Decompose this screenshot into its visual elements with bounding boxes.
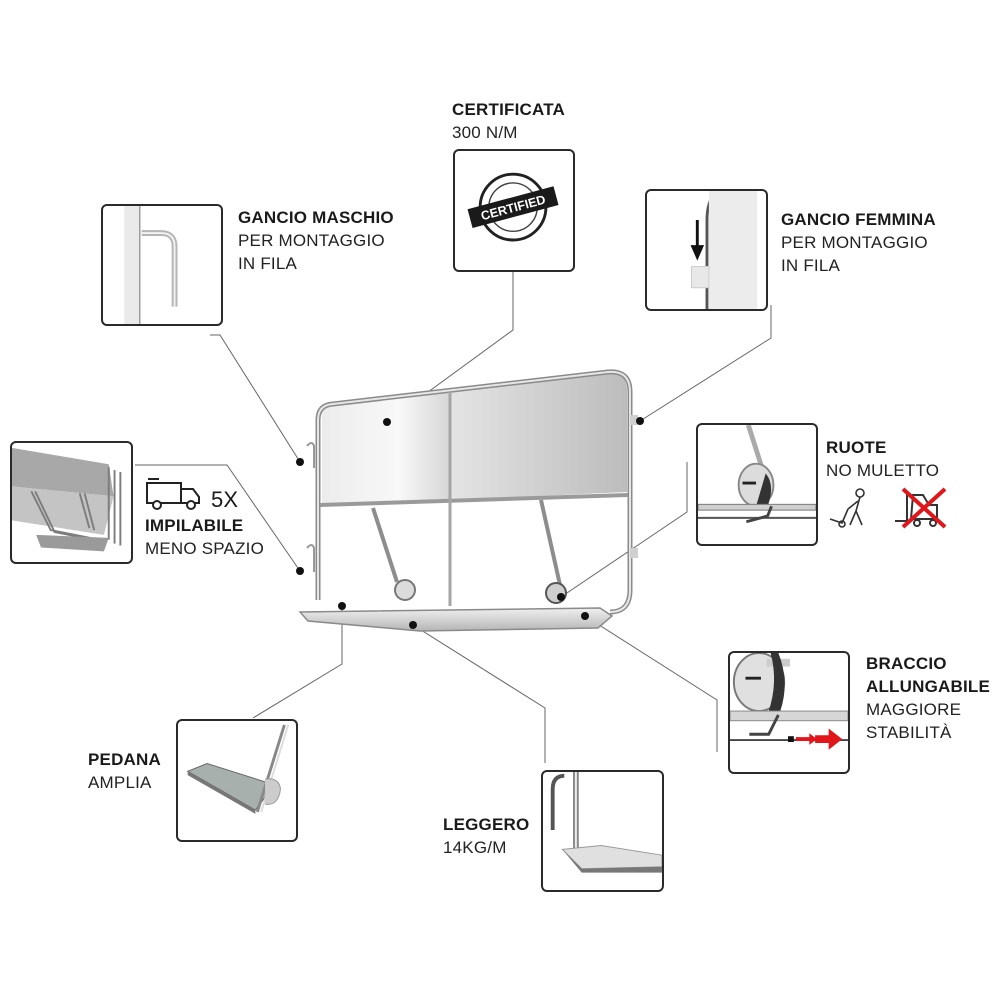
female-hook-image xyxy=(690,191,758,309)
truck-icon xyxy=(145,477,203,511)
certificata-title: CERTIFICATA xyxy=(452,100,565,119)
gancio-femmina-line2: IN FILA xyxy=(781,256,841,275)
pedana-thumbnail xyxy=(176,719,298,842)
gancio-femmina-label: GANCIO FEMMINA PER MONTAGGIO IN FILA xyxy=(781,208,936,277)
braccio-line2: STABILITÀ xyxy=(866,723,952,742)
gancio-maschio-line1: PER MONTAGGIO xyxy=(238,231,385,250)
forklift-crossed-icon xyxy=(893,485,949,529)
impilabile-subtitle: MENO SPAZIO xyxy=(145,539,265,558)
leggero-title: LEGGERO xyxy=(443,815,530,834)
gancio-maschio-title: GANCIO MASCHIO xyxy=(238,208,394,227)
leggero-subtitle: 14KG/M xyxy=(443,838,507,857)
pedana-label: PEDANA AMPLIA xyxy=(88,748,161,794)
wheel-image xyxy=(698,425,816,524)
braccio-label: BRACCIO ALLUNGABILE MAGGIORE STABILITÀ xyxy=(866,652,990,744)
certificata-subtitle: 300 N/M xyxy=(452,123,518,142)
lightweight-frame-image xyxy=(550,772,662,873)
ruote-subtitle: NO MULETTO xyxy=(826,461,940,480)
gancio-femmina-thumbnail xyxy=(645,189,768,311)
leggero-label: LEGGERO 14KG/M xyxy=(443,813,529,859)
certificata-thumbnail: CERTIFIED xyxy=(453,149,575,272)
ruote-label: RUOTE NO MULETTO xyxy=(826,436,939,482)
impilabile-multiplier: 5X xyxy=(211,487,239,512)
barrier-frame xyxy=(298,369,638,632)
gancio-maschio-label: GANCIO MASCHIO PER MONTAGGIO IN FILA xyxy=(238,206,394,275)
male-hook-image xyxy=(124,206,178,324)
impilabile-thumbnail xyxy=(10,441,133,564)
braccio-thumbnail xyxy=(728,651,850,774)
pedana-subtitle: AMPLIA xyxy=(88,773,152,792)
braccio-title-line2: ALLUNGABILE xyxy=(866,677,991,696)
certified-stamp-icon: CERTIFIED xyxy=(467,172,559,242)
arrow-down-icon xyxy=(690,220,705,261)
gancio-maschio-line2: IN FILA xyxy=(238,254,298,273)
pedana-title: PEDANA xyxy=(88,750,161,769)
gancio-femmina-title: GANCIO FEMMINA xyxy=(781,210,936,229)
braccio-line1: MAGGIORE xyxy=(866,700,962,719)
gancio-femmina-line1: PER MONTAGGIO xyxy=(781,233,928,252)
stacked-barriers-image xyxy=(12,447,122,552)
ruote-thumbnail xyxy=(696,423,818,546)
impilabile-label: 5X IMPILABILE MENO SPAZIO xyxy=(145,487,265,560)
arrow-right-icon xyxy=(795,728,843,750)
extendable-arm-image xyxy=(730,653,848,750)
gancio-maschio-thumbnail xyxy=(101,204,223,326)
impilabile-title: IMPILABILE xyxy=(145,516,244,535)
ruote-title: RUOTE xyxy=(826,438,887,457)
leggero-thumbnail xyxy=(541,770,664,892)
anchor-dots xyxy=(296,417,644,629)
certificata-label: CERTIFICATA 300 N/M xyxy=(452,98,565,144)
hand-truck-worker-icon xyxy=(826,485,876,529)
platform-image xyxy=(186,724,290,814)
braccio-title-line1: BRACCIO xyxy=(866,654,947,673)
